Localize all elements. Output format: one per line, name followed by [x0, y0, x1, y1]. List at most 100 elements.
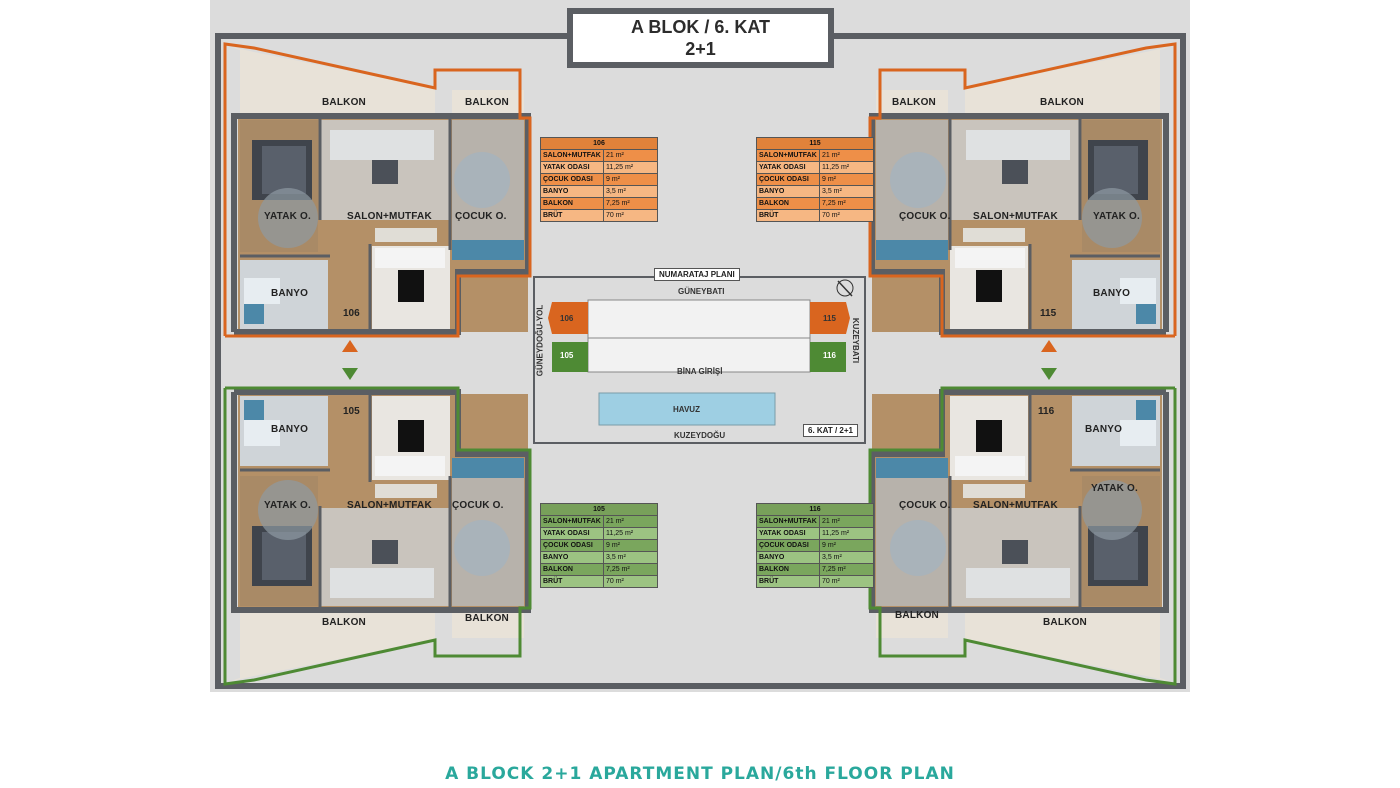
area-table-105-key: SALON+MUTFAK: [540, 515, 604, 528]
unit-116-bath-cabinet: [1136, 400, 1156, 420]
unit-116-rug: [1082, 480, 1142, 540]
unit-105-outline: [223, 386, 532, 686]
area-table-115-header: 115: [756, 137, 874, 150]
unit-105-wardrobe: [452, 458, 524, 478]
unit-115-number: 115: [1040, 308, 1057, 319]
keyplan-title: NUMARATAJ PLANI: [654, 268, 740, 281]
area-table-116-header: 116: [756, 503, 874, 516]
unit-116-bed-sheet: [1094, 532, 1138, 580]
unit-105-dining: [375, 484, 437, 498]
unit-116-coffee-table: [1002, 540, 1028, 564]
compass-icon: [836, 279, 854, 297]
unit-105-banyo: BANYO: [271, 424, 309, 435]
area-table-115-value: 11,25 m²: [819, 161, 874, 174]
area-table-105-key: BALKON: [540, 563, 604, 576]
unit-115-bed-sheet: [1094, 146, 1138, 194]
unit-106-bath-tub: [244, 278, 280, 304]
unit-105-number: 105: [343, 406, 360, 417]
unit-106-fridge: [398, 270, 424, 302]
area-table-116-value: 9 m²: [819, 539, 874, 552]
area-table-115-value: 3,5 m²: [819, 185, 874, 198]
area-table-116-key: BALKON: [756, 563, 820, 576]
area-table-105-header: 105: [540, 503, 658, 516]
unit-116-child-rug: [890, 520, 946, 576]
unit-106-wardrobe: [452, 240, 524, 260]
plan-title-line2: 2+1: [685, 39, 716, 59]
unit-116-yatak: YATAK O.: [1091, 483, 1138, 494]
unit-115-kitchen-counter: [955, 248, 1025, 268]
unit-115-bath-cabinet: [1136, 304, 1156, 324]
keyplan-unit-116-label: 116: [823, 351, 836, 360]
area-table-105-value: 9 m²: [603, 539, 658, 552]
area-table-105-key: YATAK ODASI: [540, 527, 604, 540]
unit-106-rug: [258, 188, 318, 248]
unit-105-yatak: YATAK O.: [264, 500, 311, 511]
area-table-115-value: 7,25 m²: [819, 197, 874, 210]
unit-105-coffee-table: [372, 540, 398, 564]
unit-106-bed-sheet: [262, 146, 306, 194]
unit-106-balkon-main: BALKON: [322, 97, 366, 108]
area-table-116-value: 7,25 m²: [819, 563, 874, 576]
area-table-105-key: ÇOCUK ODASI: [540, 539, 604, 552]
unit-106-outline: [223, 42, 532, 338]
area-table-116-key: SALON+MUTFAK: [756, 515, 820, 528]
keyplan-right-direction: KUZEYBATI: [851, 317, 861, 364]
area-table-115-value: 70 m²: [819, 209, 874, 222]
unit-116-wardrobe: [876, 458, 948, 478]
unit-116-sofa: [966, 568, 1070, 598]
unit-115-dining: [963, 228, 1025, 242]
unit-105-sofa: [330, 568, 434, 598]
unit-106-banyo: BANYO: [271, 288, 309, 299]
unit-115-rug: [1082, 188, 1142, 248]
unit-106-balcony-area: [228, 46, 435, 115]
unit-115-child-rug: [890, 152, 946, 208]
unit-115-yatak: YATAK O.: [1093, 211, 1140, 222]
unit-116-cocuk: ÇOCUK O.: [899, 500, 951, 511]
keyplan-entrance: BİNA GİRİŞİ: [677, 367, 723, 376]
unit-105-bath-tub: [244, 420, 280, 446]
unit-116-drawing: [868, 386, 1177, 686]
unit-105-kitchen-counter: [375, 456, 445, 476]
area-table-106-value: 3,5 m²: [603, 185, 658, 198]
area-table-106-key: BANYO: [540, 185, 604, 198]
area-table-115-value: 9 m²: [819, 173, 874, 186]
keyplan-unit-115: [810, 302, 850, 334]
area-table-105-key: BRÜT: [540, 575, 604, 588]
unit-106-coffee-table: [372, 160, 398, 184]
unit-105-rug: [258, 480, 318, 540]
area-table-116-key: BANYO: [756, 551, 820, 564]
area-table-116-value: 3,5 m²: [819, 551, 874, 564]
keyplan-top-direction: GÜNEYBATI: [678, 287, 725, 296]
unit-105-cocuk: ÇOCUK O.: [452, 500, 504, 511]
area-table-106-value: 9 m²: [603, 173, 658, 186]
unit-116-balcony-area: [965, 612, 1172, 682]
area-table-106-header: 106: [540, 137, 658, 150]
area-table-106-key: BALKON: [540, 197, 604, 210]
keyplan-bottom-direction: KUZEYDOĞU: [674, 431, 726, 440]
area-table-116-value: 21 m²: [819, 515, 874, 528]
area-table-115-key: BANYO: [756, 185, 820, 198]
keyplan-floor-tag: 6. KAT / 2+1: [803, 424, 858, 437]
unit-115-balkon-main: BALKON: [1040, 97, 1084, 108]
unit-116-fridge: [976, 420, 1002, 452]
unit-106-kitchen-counter: [375, 248, 445, 268]
arrow-up-left: [342, 340, 358, 352]
unit-116-banyo: BANYO: [1085, 424, 1123, 435]
keyplan-unit-105: [552, 342, 588, 372]
unit-116-kitchen-counter: [955, 456, 1025, 476]
unit-115-fridge: [976, 270, 1002, 302]
unit-115-sofa: [966, 130, 1070, 160]
unit-105-drawing: [223, 386, 532, 686]
unit-105-bath-cabinet: [244, 400, 264, 420]
keyplan-pool-label: HAVUZ: [673, 405, 700, 414]
unit-106-sofa: [330, 130, 434, 160]
area-table-115-key: BALKON: [756, 197, 820, 210]
plan-title-line1: A BLOK / 6. KAT: [631, 17, 770, 37]
area-table-116-key: BRÜT: [756, 575, 820, 588]
plan-caption: A BLOCK 2+1 APARTMENT PLAN/6th FLOOR PLA…: [445, 764, 955, 784]
area-table-105-value: 70 m²: [603, 575, 658, 588]
keyplan-left-direction: GÜNEYDOĞU-YOL: [535, 304, 545, 377]
area-table-106-key: SALON+MUTFAK: [540, 149, 604, 162]
